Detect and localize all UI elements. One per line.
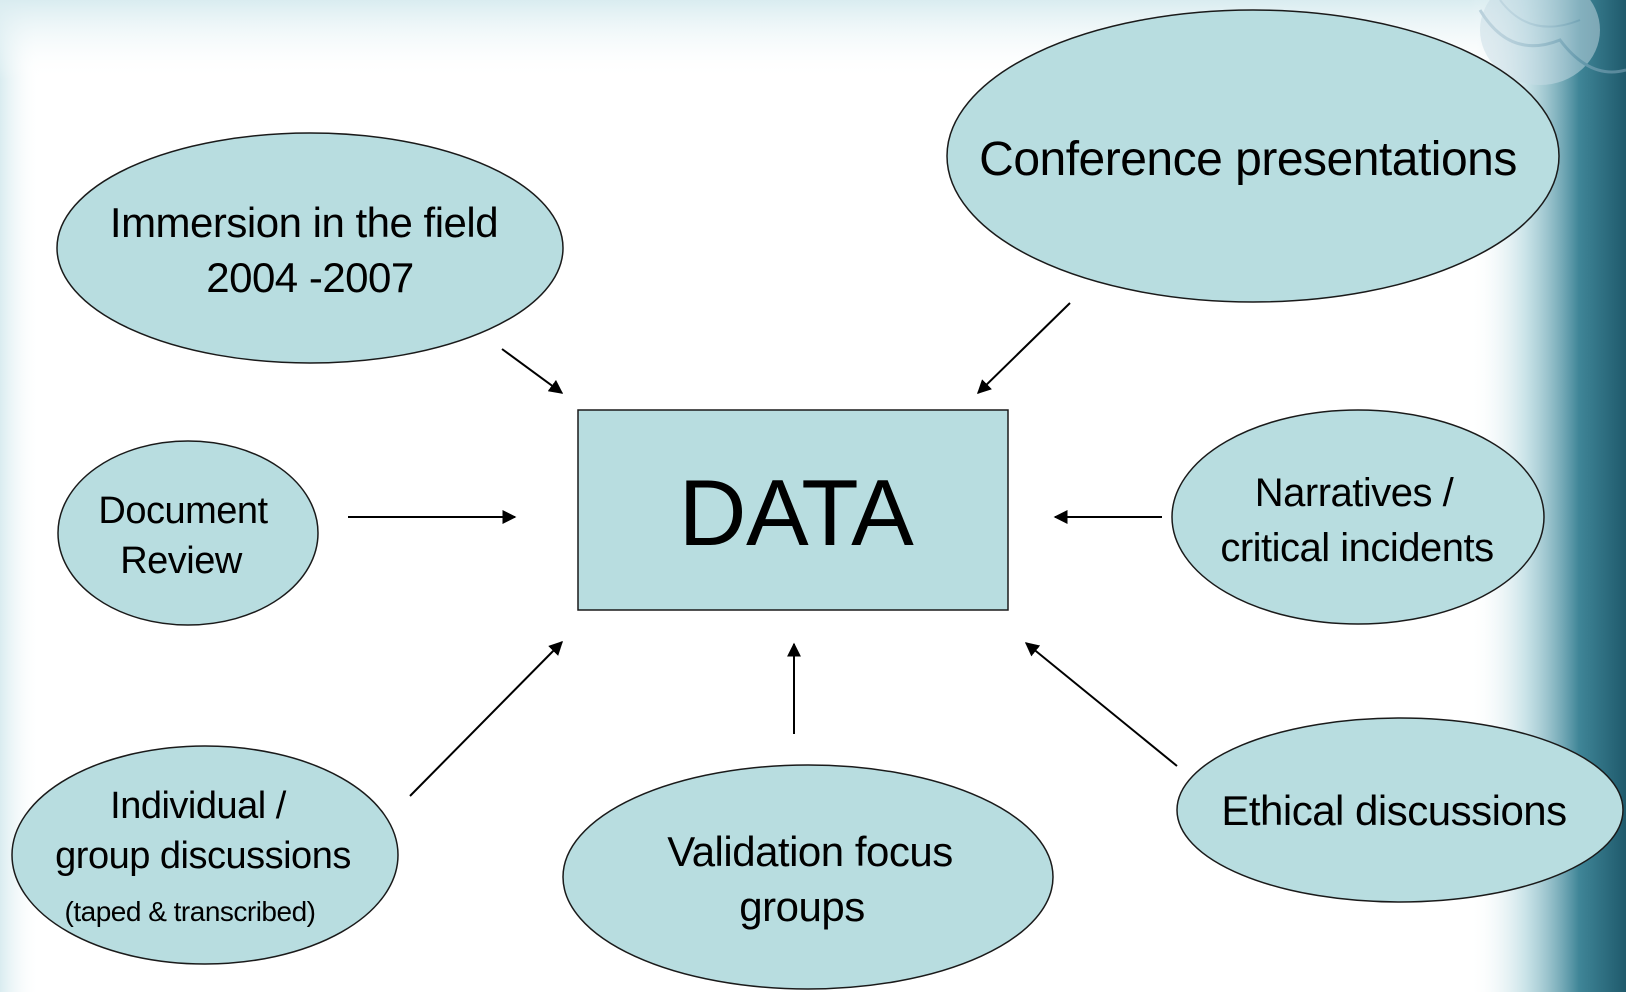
node-document-review: Document Review (57, 440, 319, 626)
node-validation: Validation focus groups (562, 764, 1054, 990)
node-individual-group-note: (taped & transcribed) (65, 896, 316, 927)
center-node: DATA (577, 409, 1009, 611)
node-validation-line-1: Validation focus (667, 828, 952, 875)
node-immersion: Immersion in the field 2004 -2007 (56, 132, 564, 364)
arrow-ethical (1024, 642, 1178, 767)
node-document-review-line-1: Document (98, 490, 268, 532)
node-narratives-line-1: Narratives / (1255, 471, 1455, 515)
arrow-immersion (501, 348, 564, 394)
node-narratives: Narratives / critical incidents (1171, 409, 1545, 625)
arrow-individual-group (409, 641, 563, 797)
node-individual-group: Individual / group discussions (taped & … (11, 745, 399, 965)
node-individual-group-line-2: group discussions (55, 835, 351, 877)
node-narratives-line-2: critical incidents (1220, 526, 1493, 570)
node-ethical: Ethical discussions (1176, 717, 1624, 903)
center-label: DATA (679, 460, 915, 565)
node-ethical-line-1: Ethical discussions (1221, 787, 1566, 834)
node-conference-line-1: Conference presentations (979, 133, 1517, 186)
node-individual-group-line-1: Individual / (110, 785, 287, 827)
arrows (348, 302, 1178, 797)
node-conference: Conference presentations (946, 9, 1560, 303)
node-immersion-line-2: 2004 -2007 (206, 254, 414, 301)
node-validation-line-2: groups (739, 883, 864, 930)
arrow-conference (976, 302, 1071, 394)
corner-artwork (1478, 0, 1626, 85)
node-immersion-line-1: Immersion in the field (110, 199, 498, 246)
node-document-review-line-2: Review (120, 540, 243, 582)
